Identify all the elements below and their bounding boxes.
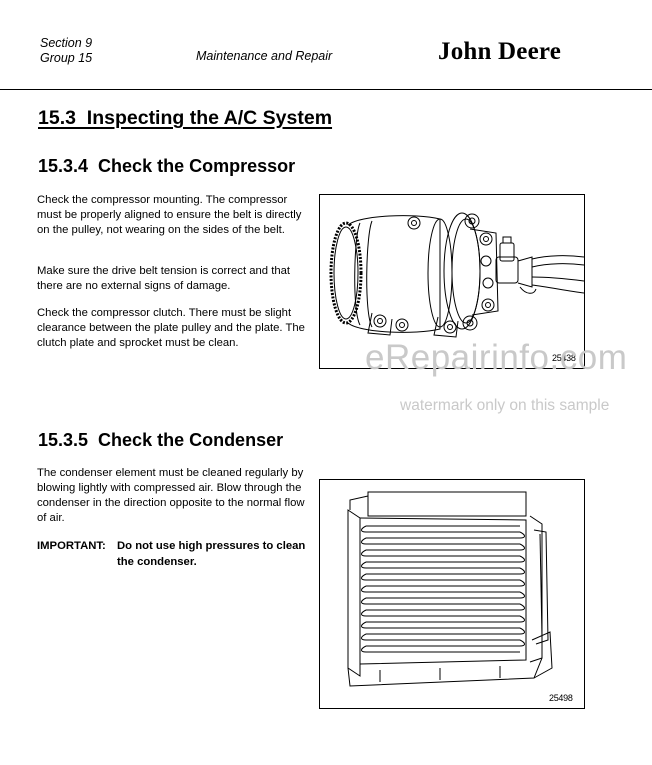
watermark-site: eRepairinfo.com xyxy=(365,338,628,377)
compressor-paragraph-3: Check the compressor clutch. There must … xyxy=(37,307,305,349)
condenser-figure-id: 25498 xyxy=(549,693,573,703)
section-label: Section 9 xyxy=(40,36,93,50)
compressor-illustration: 25438 xyxy=(329,212,584,363)
compressor-paragraph-1: Check the compressor mounting. The compr… xyxy=(37,194,302,236)
condenser-paragraph: The condenser element must be cleaned re… xyxy=(37,467,305,524)
page-title: 15.3 Inspecting the A/C System xyxy=(38,107,333,129)
header-divider xyxy=(0,89,652,90)
brand-logo-text: John Deere xyxy=(438,38,562,65)
watermark-note: watermark only on this sample xyxy=(400,397,610,414)
important-note: IMPORTANT: Do not use high pressures to c… xyxy=(37,538,307,570)
compressor-figure: 25438 xyxy=(319,194,585,369)
compressor-paragraph-2: Make sure the drive belt tension is corr… xyxy=(37,265,291,292)
condenser-heading: 15.3.5 Check the Condenser xyxy=(38,430,284,450)
condenser-figure: 25498 xyxy=(319,479,585,709)
important-text: Do not use high pressures to clean the c… xyxy=(117,540,306,568)
header-title: Maintenance and Repair xyxy=(196,49,333,63)
important-label: IMPORTANT: xyxy=(37,540,106,552)
condenser-illustration: 25498 xyxy=(347,491,573,703)
compressor-figure-id: 25438 xyxy=(552,353,576,363)
group-label: Group 15 xyxy=(40,51,93,65)
header-section-group: Section 9 Group 15 xyxy=(40,36,92,66)
compressor-heading: 15.3.4 Check the Compressor xyxy=(38,156,296,176)
